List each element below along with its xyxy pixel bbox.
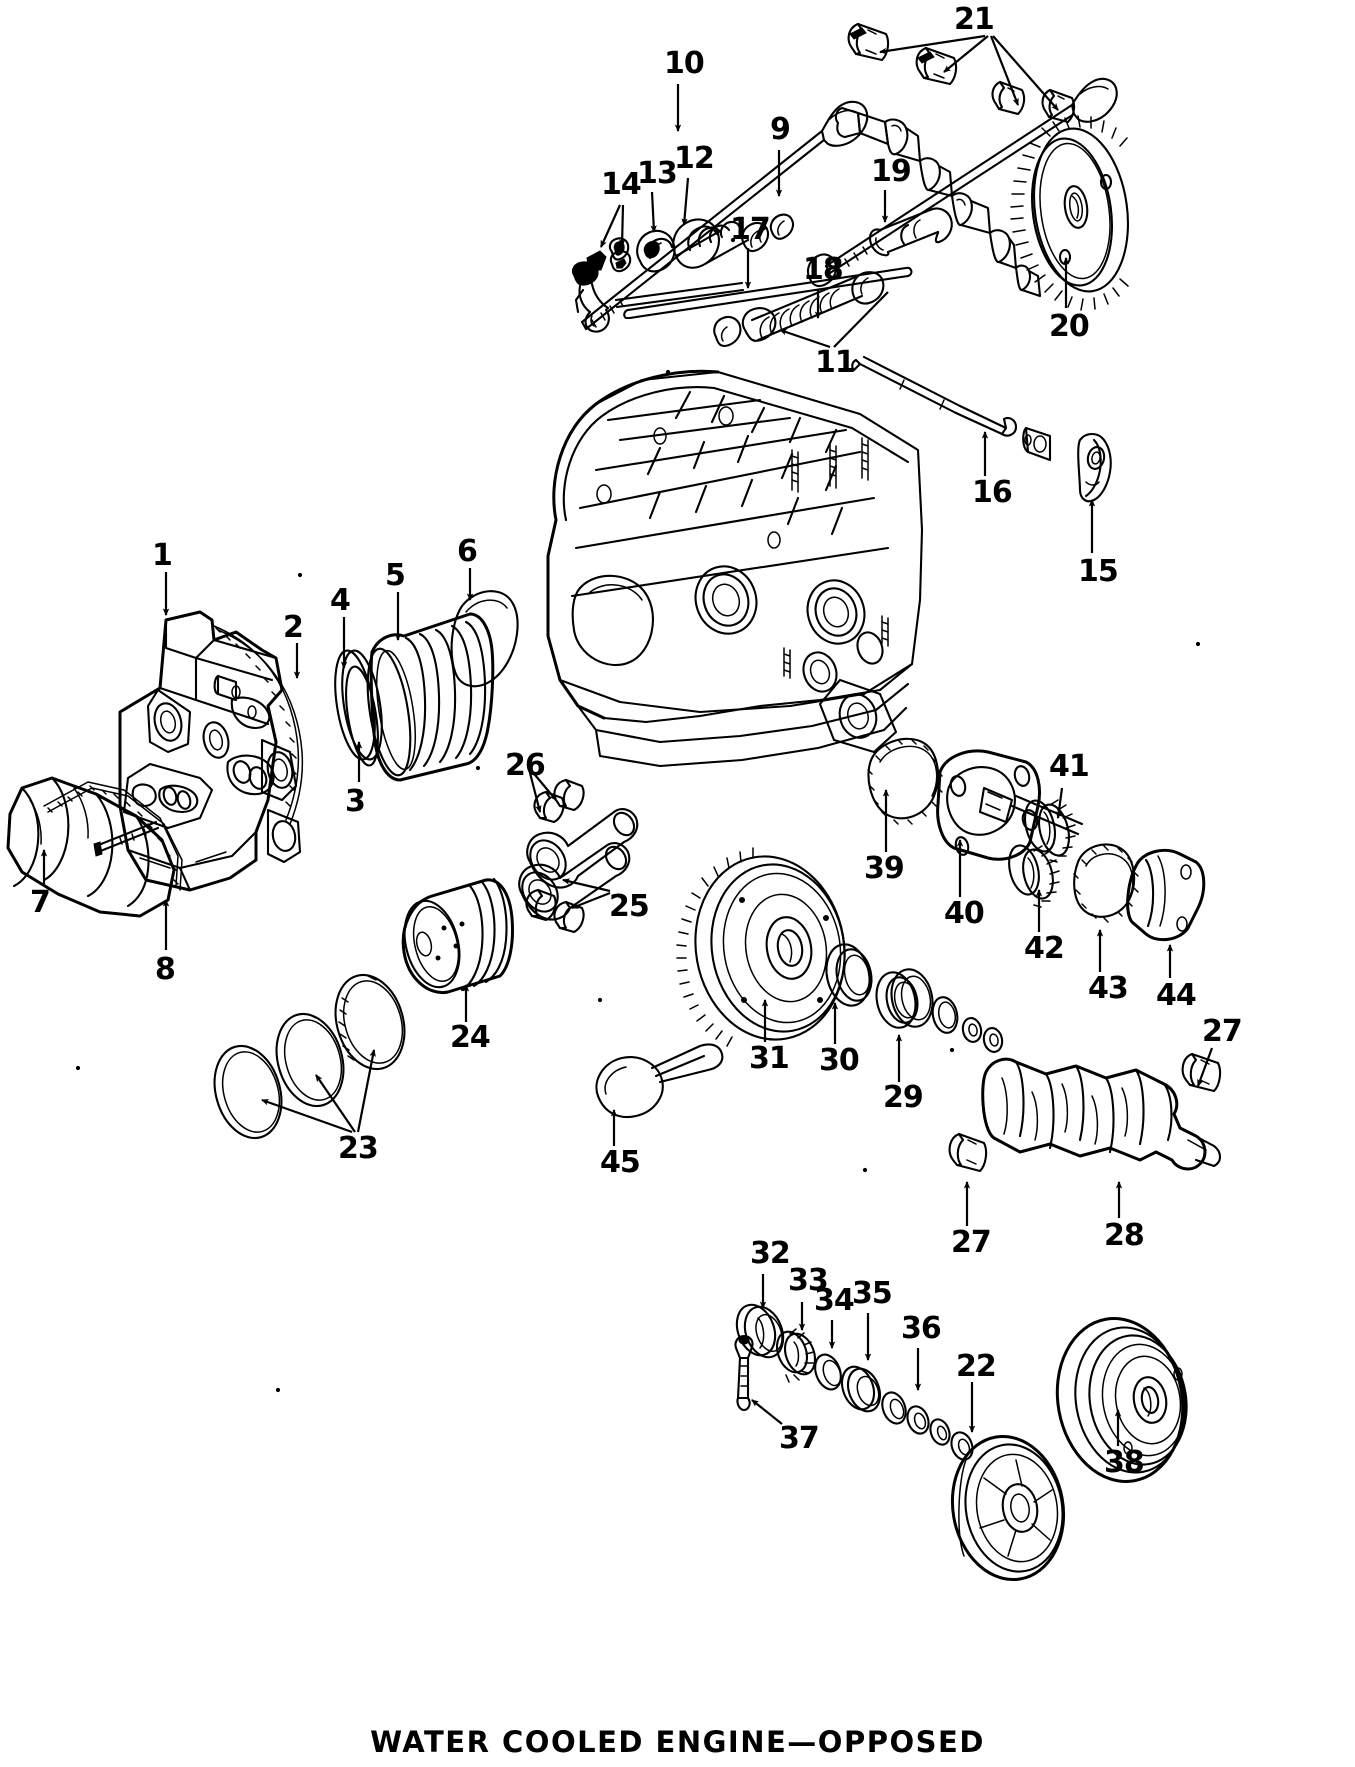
callout-label: 27 (1202, 1014, 1243, 1049)
part-oil-pump-drive-gear (1023, 799, 1076, 863)
callout-label: 38 (1104, 1445, 1145, 1480)
part-flywheel (676, 847, 846, 1047)
part-engine-block (546, 369, 924, 768)
part-crankshaft-pulley (1055, 1317, 1188, 1483)
callout-label: 19 (871, 154, 912, 189)
callout-label: 29 (883, 1080, 924, 1115)
callout-label: 32 (750, 1236, 791, 1271)
callout-label: 3 (345, 784, 366, 819)
part-oil-pump-body (936, 749, 1084, 861)
part-camshaft (834, 106, 1130, 311)
callout-label: 11 (815, 345, 856, 380)
callout-label: 27 (951, 1225, 992, 1260)
part-piston (401, 877, 514, 995)
callout-label: 20 (1049, 309, 1090, 344)
callout-label: 5 (385, 558, 406, 593)
part-oil-pump-cover-gasket (1073, 843, 1139, 923)
leader-lines (40, 34, 1214, 1446)
part-rocker-arm (1077, 432, 1112, 503)
callout-label: 17 (730, 212, 771, 247)
part-connecting-rods (518, 778, 639, 934)
part-piston-rings (213, 973, 406, 1140)
callout-label: 30 (819, 1043, 860, 1078)
part-valve-cover (6, 776, 183, 918)
callout-label: 1 (152, 538, 173, 573)
callout-label: 24 (450, 1020, 491, 1055)
callout-label: 45 (600, 1145, 641, 1180)
part-timing-sprocket (950, 1434, 1066, 1582)
part-crankshaft (981, 1057, 1222, 1171)
callout-label: 41 (1049, 749, 1090, 784)
callout-label: 13 (637, 156, 678, 191)
callout-label: 31 (749, 1041, 790, 1076)
callout-label: 6 (457, 534, 478, 569)
part-oil-pump-cover (1126, 849, 1206, 942)
part-main-bearings (948, 1052, 1222, 1173)
callout-label: 23 (338, 1131, 379, 1166)
callout-label: 2 (283, 610, 304, 645)
part-valve-spring (672, 213, 795, 269)
part-cylinder-head (118, 610, 304, 892)
part-valve-cover-gasket (43, 781, 183, 891)
part-oil-pump-drive-stack (735, 1303, 974, 1461)
part-valve-lifter (868, 207, 953, 257)
callout-label: 35 (852, 1276, 893, 1311)
callout-label: 39 (864, 851, 905, 886)
callout-label: 36 (901, 1311, 942, 1346)
part-head-seal (213, 625, 304, 825)
callout-label: 18 (803, 252, 844, 287)
callout-label: 4 (330, 583, 351, 618)
diagram-caption: WATER COOLED ENGINE—OPPOSED (370, 1725, 985, 1759)
part-valve-spring-retainer (636, 229, 676, 273)
part-cam-follower (571, 261, 610, 333)
callout-label: 7 (30, 885, 51, 920)
part-oil-strainer (595, 1043, 724, 1118)
callout-label: 34 (814, 1283, 855, 1318)
part-crank-spacers (875, 968, 1004, 1053)
callout-label: 26 (505, 748, 546, 783)
part-block-gasket (450, 590, 519, 688)
callout-label: 8 (155, 952, 176, 987)
part-oil-pump-gasket (867, 737, 943, 825)
camshaft-timing-gear (1010, 115, 1130, 311)
callout-label: 40 (944, 896, 985, 931)
part-push-rod-lower (614, 281, 745, 309)
callout-label: 28 (1104, 1218, 1145, 1253)
part-valve-lifter-assembly (713, 271, 885, 348)
callout-label: 21 (954, 2, 995, 37)
part-cylinder-barrel (334, 612, 495, 782)
callout-label: 44 (1156, 978, 1197, 1013)
callout-label: 14 (601, 167, 642, 202)
print-speckles (75, 237, 1201, 1393)
part-oil-pump-drive-pin (734, 1334, 754, 1412)
callout-label: 15 (1078, 554, 1119, 589)
part-camshaft-bearings (847, 22, 1076, 124)
callout-label: 9 (770, 112, 791, 147)
callout-label: 12 (674, 141, 715, 176)
callout-label: 33 (788, 1263, 829, 1298)
callout-label: 42 (1024, 931, 1065, 966)
callout-label: 37 (779, 1421, 820, 1456)
callout-label: 25 (609, 889, 650, 924)
part-oil-pump-driven-gear (1008, 844, 1060, 908)
callout-label: 43 (1088, 971, 1129, 1006)
callout-label: 22 (956, 1349, 997, 1384)
part-crank-oil-seal (825, 943, 873, 1007)
part-rocker-shaft (851, 355, 1052, 462)
callout-label: 16 (972, 475, 1013, 510)
callout-label: 10 (664, 46, 705, 81)
